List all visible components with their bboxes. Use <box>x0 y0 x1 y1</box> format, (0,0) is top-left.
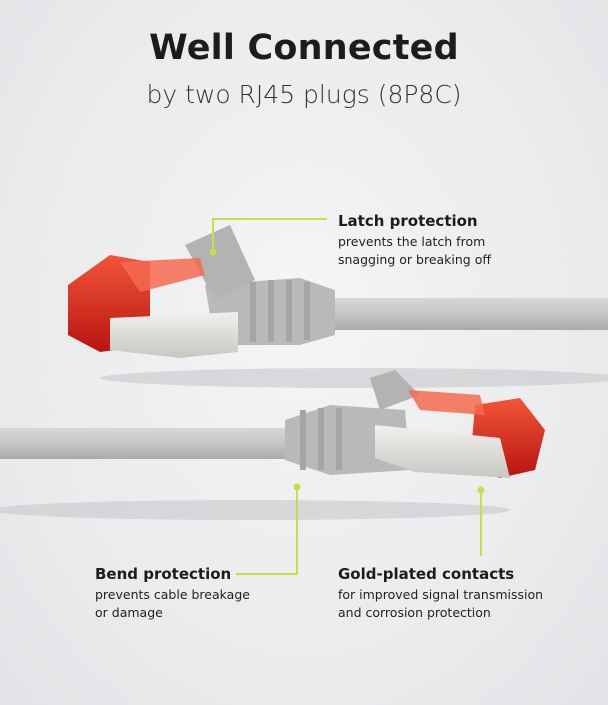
latch-callout-dot <box>209 248 217 256</box>
latch-title: Latch protection <box>338 212 478 230</box>
bend-desc-2: or damage <box>95 605 163 620</box>
bend-desc-1: prevents cable breakage <box>95 587 250 602</box>
latch-desc-2: snagging or breaking off <box>338 252 491 267</box>
latch-callout-line <box>212 218 327 248</box>
page-subtitle: by two RJ45 plugs (8P8C) <box>146 80 462 109</box>
gold-desc-2: and corrosion protection <box>338 605 491 620</box>
bend-callout: Bend protection prevents cable breakage … <box>95 565 250 622</box>
page-title: Well Connected <box>149 28 459 68</box>
gold-title: Gold-plated contacts <box>338 565 515 583</box>
bend-callout-dot <box>293 483 301 491</box>
gold-callout-dot <box>477 486 485 494</box>
latch-callout: Latch protection prevents the latch from… <box>338 212 491 269</box>
gold-desc-1: for improved signal transmission <box>338 587 544 602</box>
bend-callout-line <box>236 488 298 575</box>
gold-callout: Gold-plated contacts for improved signal… <box>338 565 543 622</box>
upper-rj45-plug <box>68 225 608 358</box>
bend-title: Bend protection <box>95 565 232 583</box>
latch-desc-1: prevents the latch from <box>338 234 486 249</box>
lower-rj45-plug <box>0 370 545 478</box>
